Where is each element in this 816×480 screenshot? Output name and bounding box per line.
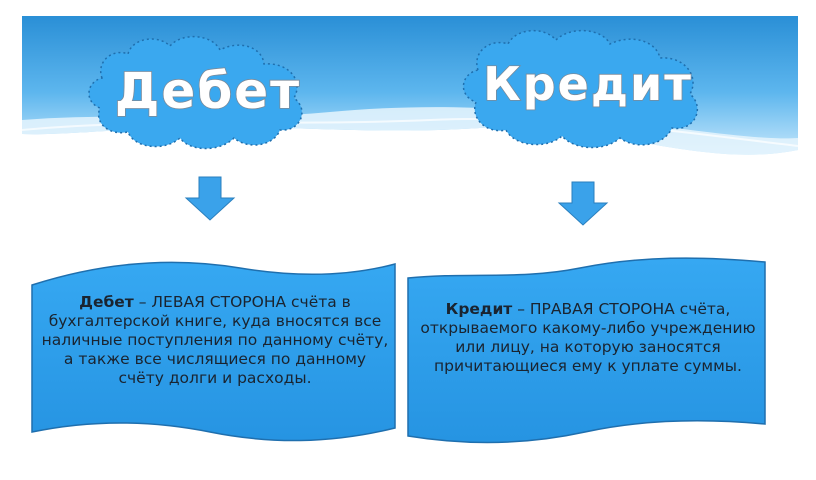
credit-definition-text: ПРАВАЯ СТОРОНА счёта, открываемого каком… xyxy=(420,300,756,375)
credit-term: Кредит xyxy=(445,300,513,318)
debit-dash: – xyxy=(133,293,152,311)
credit-title: Кредит xyxy=(483,57,693,111)
credit-definition: Кредит – ПРАВАЯ СТОРОНА счёта, открываем… xyxy=(420,300,756,376)
credit-cloud xyxy=(462,29,699,149)
debit-definition: Дебет – ЛЕВАЯ СТОРОНА счёта в бухгалтерс… xyxy=(40,293,390,388)
credit-arrow-icon xyxy=(557,181,609,226)
debit-box xyxy=(31,261,396,442)
debit-cloud xyxy=(88,35,303,150)
debit-arrow-icon xyxy=(184,176,236,221)
credit-box xyxy=(407,257,766,444)
debit-term: Дебет xyxy=(79,293,134,311)
credit-dash: – xyxy=(512,300,530,318)
debit-title: Дебет xyxy=(115,62,301,120)
debit-definition-text: ЛЕВАЯ СТОРОНА счёта в бухгалтерской книг… xyxy=(41,293,389,387)
